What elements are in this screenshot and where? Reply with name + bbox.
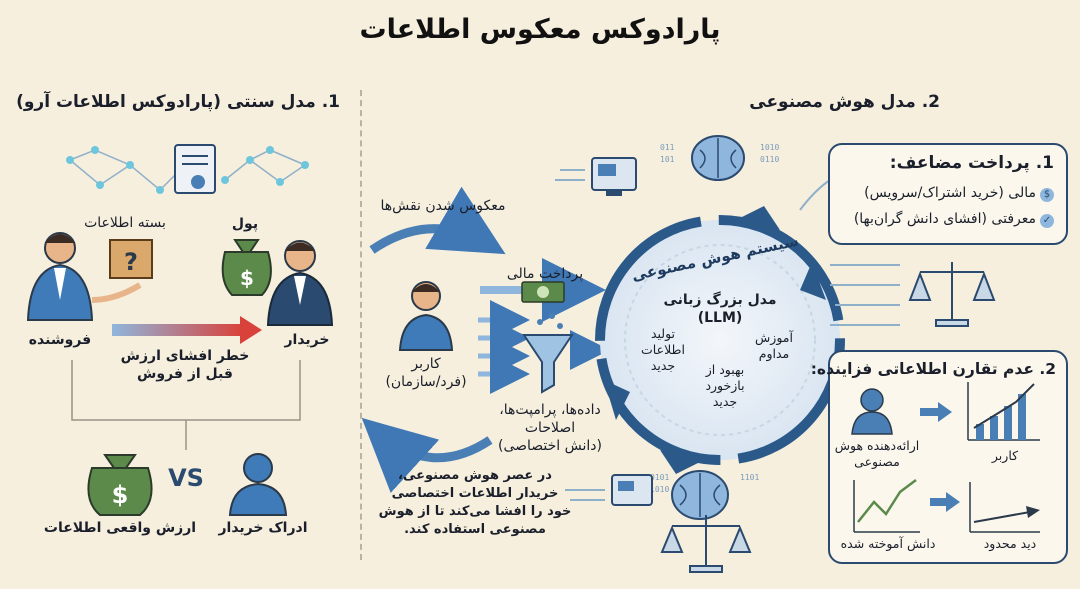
money-bag-icon: $: [87, 454, 153, 516]
chart-up-icon: [967, 382, 1040, 441]
limited-view-label: دید محدود: [983, 536, 1037, 551]
provider-line1: ارائه‌دهنده هوش: [834, 438, 920, 453]
seller-label: فروشنده: [28, 332, 92, 348]
svg-text:0101: 0101: [650, 473, 669, 482]
person-icon: [398, 281, 454, 351]
risk-arrow: [112, 316, 262, 344]
svg-text:1010: 1010: [760, 143, 779, 152]
svg-text:101: 101: [660, 155, 675, 164]
money-label: پول: [231, 216, 259, 232]
training-line2: مداوم: [758, 346, 790, 361]
buyer-perception-label: ادراک خریدار: [218, 520, 308, 536]
question-box-icon: ?: [91, 239, 153, 303]
provider-line2: مصنوعی: [854, 454, 900, 469]
limited-view-chart-icon: [969, 482, 1040, 533]
svg-text:$: $: [240, 266, 254, 290]
network-icon: [66, 146, 309, 194]
asymmetry-graphics: [851, 382, 1040, 533]
inputs-line2: اصلاحات: [524, 420, 576, 436]
note-line4: مصنوعی استفاده کند.: [404, 522, 546, 537]
note-line2: خریدار اطلاعات اختصاصی: [391, 486, 559, 501]
connector-lines: [555, 169, 900, 501]
section-divider: [360, 90, 362, 560]
buyer-label: خریدار: [284, 332, 330, 348]
seller-person-icon: [26, 232, 94, 321]
person-icon: [851, 388, 893, 435]
monitor-icon: [611, 474, 653, 506]
brain-icon: [691, 135, 745, 181]
llm-abbr: (LLM): [697, 310, 743, 326]
svg-text:1101: 1101: [740, 473, 759, 482]
check-bullet-icon: ✓: [1040, 214, 1054, 228]
funnel-icon: [522, 313, 574, 394]
risk-text-line1: خطر افشای ارزش: [120, 348, 250, 364]
cash-icon: [480, 258, 606, 322]
user-label: کاربر: [411, 356, 441, 372]
real-value-label: ارزش واقعی اطلاعات: [43, 520, 197, 536]
info-package-label: بسته اطلاعات: [84, 215, 166, 231]
improve-line3: جدید: [712, 394, 738, 409]
binary-stream: 011 101 1010 0110 0101 1010 1101: [650, 143, 779, 494]
scales-icon: [660, 515, 752, 573]
ai-model-heading: 2. مدل هوش مصنوعی: [749, 92, 940, 112]
role-reversal-label: معکوس شدن نقش‌ها: [380, 198, 506, 214]
double-payment-item1: $ مالی (خرید اشتراک/سرویس): [864, 185, 1054, 202]
svg-text:011: 011: [660, 143, 675, 152]
page-title: پارادوکس معکوس اطلاعات: [359, 14, 721, 45]
note-line1: در عصر هوش مصنوعی،: [398, 468, 552, 483]
chart-up-icon: [853, 479, 920, 533]
person-icon: [228, 453, 288, 516]
comparison-bracket: [71, 360, 301, 450]
svg-text:?: ?: [124, 248, 138, 276]
ai-system-cycle: [595, 206, 845, 474]
input-arrows: [478, 300, 610, 394]
buyer-person-icon: [266, 240, 334, 326]
user-sublabel: (فرد/سازمان): [385, 374, 467, 390]
asymmetry-user-label: کاربر: [991, 448, 1019, 463]
vs-label: VS: [168, 464, 204, 492]
asymmetry-heading: 2. عدم تقارن اطلاعاتی فزاینده:: [810, 360, 1056, 378]
double-payment-item1-text: مالی (خرید اشتراک/سرویس): [864, 185, 1036, 201]
double-payment-heading: 1. پرداخت مضاعف:: [889, 153, 1054, 173]
svg-text:0110: 0110: [760, 155, 779, 164]
improve-line2: بازخورد: [705, 378, 745, 393]
svg-text:$: $: [112, 481, 129, 509]
financial-payment-label: پرداخت مالی: [506, 266, 584, 282]
training-line1: آموزش: [755, 330, 793, 345]
return-arrow: [361, 417, 493, 493]
llm-label: مدل بزرگ زبانی: [663, 292, 777, 308]
learned-knowledge-label: دانش آموخته شده: [840, 536, 936, 551]
generate-line2: اطلاعات: [641, 342, 685, 357]
generate-line3: جدید: [650, 358, 676, 373]
asymmetry-box: 2. عدم تقارن اطلاعاتی فزاینده:: [811, 350, 1068, 564]
double-payment-box: 1. پرداخت مضاعف: $ مالی (خرید اشتراک/سروی…: [828, 143, 1068, 245]
generate-line1: تولید: [650, 326, 676, 341]
risk-text-line2: قبل از فروش: [137, 366, 233, 382]
role-reversal-arrow: [369, 186, 506, 255]
double-payment-item2: ✓ معرفتی (افشای دانش گران‌بها): [854, 211, 1054, 228]
brain-icon: [671, 470, 729, 520]
monitor-icon: [591, 157, 637, 196]
inputs-line3: (دانش اختصاصی): [498, 438, 602, 454]
note-line3: خود را افشا می‌کند تا از هوش: [378, 504, 572, 519]
traditional-model-heading: 1. مدل سنتی (پارادوکس اطلاعات آرو): [16, 92, 340, 112]
svg-text:1010: 1010: [650, 485, 669, 494]
certificate-icon: [174, 144, 216, 194]
inputs-line1: داده‌ها، پرامپت‌ها،: [499, 402, 601, 418]
money-bag-icon: $: [221, 239, 272, 296]
scales-icon: [908, 262, 996, 327]
double-payment-item2-text: معرفتی (افشای دانش گران‌بها): [853, 211, 1036, 227]
financial-bullet-icon: $: [1040, 188, 1054, 202]
improve-line1: بهبود از: [705, 362, 745, 377]
